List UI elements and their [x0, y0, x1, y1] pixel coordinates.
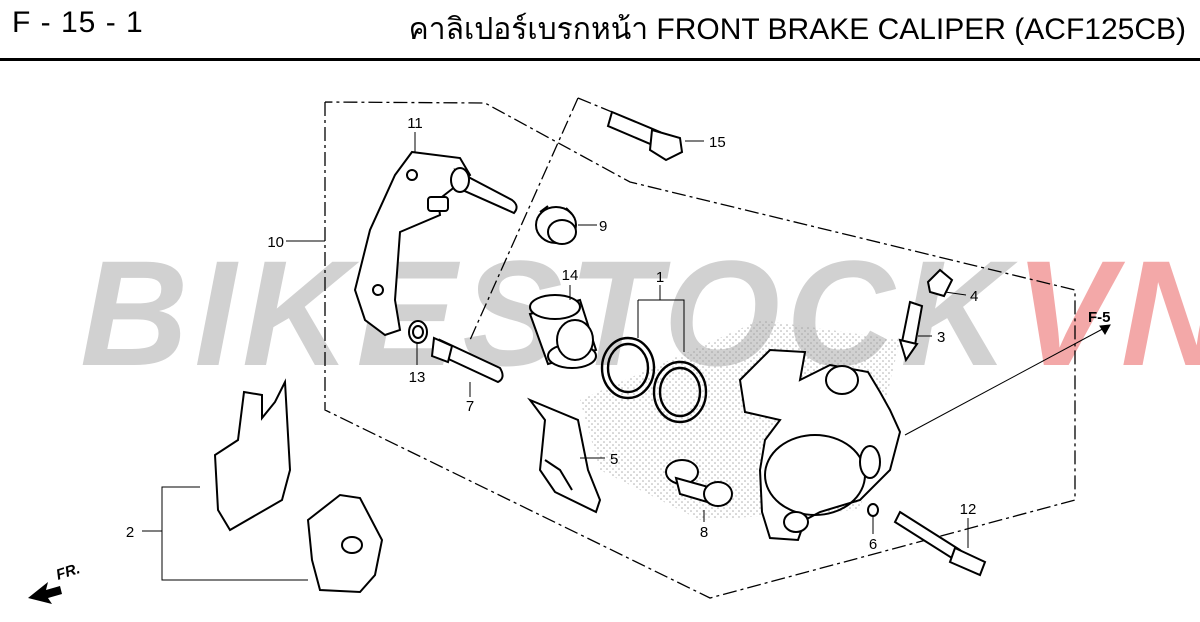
callout-8: 8 — [700, 524, 708, 541]
callout-13: 13 — [409, 369, 426, 386]
callout-14: 14 — [562, 267, 579, 284]
callout-3: 3 — [937, 329, 945, 346]
brake-pad-set — [213, 378, 384, 594]
callout-10: 10 — [267, 234, 284, 251]
parts-diagram: 11 15 9 10 14 1 4 3 13 7 5 8 6 12 2 F-5 … — [28, 97, 1111, 604]
header-divider — [0, 58, 1200, 61]
sub-assembly-boundary — [469, 97, 579, 341]
callout-9: 9 — [599, 218, 607, 235]
pin-boot — [535, 205, 577, 245]
bleeder-screw — [898, 300, 924, 363]
callout-2: 2 — [126, 524, 134, 541]
callout-12: 12 — [960, 501, 977, 518]
pin-bolt — [430, 336, 504, 384]
caliper-pin — [665, 459, 733, 507]
callout-15: 15 — [709, 134, 726, 151]
callout-7: 7 — [466, 398, 474, 415]
assembly-boundary — [324, 101, 1076, 599]
page-code: F - 15 - 1 — [12, 6, 144, 39]
direction-label: FR. — [54, 560, 82, 584]
leader-lines — [142, 132, 1111, 581]
caliper-body — [738, 348, 902, 542]
slide-pin — [893, 510, 987, 577]
callout-5: 5 — [610, 451, 618, 468]
piston — [528, 294, 598, 369]
watermark: BIKESTOCKVN — [80, 238, 1200, 388]
reference-label: F-5 — [1088, 309, 1111, 326]
callout-1: 1 — [656, 269, 664, 286]
piston-seals — [600, 336, 708, 424]
pad-spring — [527, 397, 602, 514]
watermark-part-b: VN — [1014, 229, 1200, 397]
bracket-pin — [450, 167, 518, 215]
page-header: F - 15 - 1 คาลิเปอร์เบรกหน้า FRONT BRAKE… — [0, 0, 1200, 61]
front-direction-arrow-icon — [28, 582, 62, 604]
bleeder-cap — [926, 268, 954, 298]
washer — [408, 320, 428, 344]
flange-bolt — [606, 110, 684, 162]
callout-4: 4 — [970, 288, 978, 305]
small-o-ring — [867, 503, 879, 517]
page-title: คาลิเปอร์เบรกหน้า FRONT BRAKE CALIPER (A… — [408, 13, 1186, 46]
callout-6: 6 — [869, 536, 877, 553]
callout-11: 11 — [407, 115, 423, 132]
